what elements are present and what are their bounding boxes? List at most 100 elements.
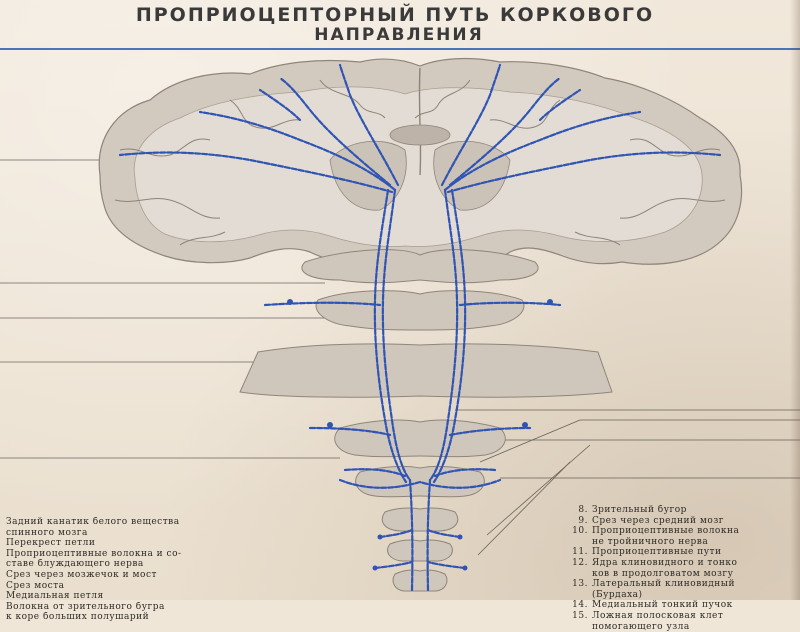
legend-left-line: Задний канатик белого вещества [6,517,180,527]
gyri-folds [114,67,726,246]
gyrus-fold [619,198,726,219]
leader-line [486,444,591,536]
gyrus-fold [119,138,211,157]
left-cortical-branch [258,88,302,122]
legend-text: не тройничного нерва [592,536,709,547]
legend-number: 15. [572,610,588,621]
left-cortical-fibers [198,110,397,192]
legend-number: 10. [572,526,588,537]
legend-left-line: Волокна от зрительного бугра [6,601,165,612]
corpus-callosum [389,124,451,146]
legend-right-line: 12. Ядра клиновидного и тонко [566,558,800,569]
legend-number: 12. [572,557,588,568]
legend-text: Медиальный тонкий пучок [592,600,733,611]
legend-number: 9. [578,515,588,526]
legend-text: Проприоцептивные пути [592,547,722,558]
spinal-cord-section-2 [387,539,453,562]
legend-left-line: Срез моста [6,580,65,591]
ganglion [547,299,553,305]
legend-text: ков в продолговатом мозгу [592,568,734,579]
legend-right: 8. Зрительный бугор 9. Срез через средний … [566,505,800,632]
ganglion [377,534,383,540]
spinal-root-left [373,560,414,570]
legend-left-line: Медиальная петля [6,591,104,602]
paper-edge-shadow [790,0,800,600]
legend-right-line: 14. Медиальный тонкий пучок [566,600,800,611]
right-spinal-column-tract [426,478,432,592]
ganglion [522,422,528,428]
spinal-root-right [426,560,467,570]
ganglion [457,534,463,540]
legend-right-line: 15. Ложная полосковая клет [566,611,800,622]
right-cortical-branch [538,88,582,122]
legend-text: (Бурдаха) [592,589,643,600]
gyrus-fold [319,79,386,119]
upper-pons-section [315,290,525,331]
legend-right-line: 10. Проприоцептивные волокна [566,526,800,537]
gyrus-fold [574,231,621,246]
vagus-input-right [448,426,532,437]
gyrus-fold [179,231,226,246]
legend-text: Латеральный клиновидный [592,579,735,590]
gyrus-fold [414,79,471,119]
legend-left-line: спинного мозга [6,527,88,538]
spinal-cord-section-1 [381,507,459,532]
title-line-1: ПРОПРИОЦЕПТОРНЫЙ ПУТЬ КОРКОВОГО [135,4,655,26]
left-ascending-tract [381,188,412,482]
left-spinal-column-tract [408,478,414,592]
legend-left: Задний канатик белого вещества спинного … [6,517,306,623]
right-cortical-fibers [443,110,642,192]
brain-coronal-section [98,57,743,271]
legend-left-line: к коре больших полушарий [6,612,150,623]
legend-left-line: Перекрест петли [6,538,96,549]
legend-left-line: ставе блуждающего нерва [6,559,144,570]
legend-number: 11. [572,547,588,558]
legend-right-line: не тройничного нерва [566,537,800,548]
right-leader-lines [455,409,800,556]
legend-text: Срез через средний мозг [592,515,724,526]
legend-text: Ядра клиновидного и тонко [592,557,738,568]
vagus-input-left [308,426,392,437]
legend-number: 14. [572,600,588,611]
legend-text: Ложная полосковая клет [592,610,724,621]
trigeminal-input-left [263,301,382,307]
legend-left-line: Проприоцептивные волокна и со- [6,548,182,559]
legend-right-line: 9. Срез через средний мозг [566,516,800,527]
right-cortical-fibers [448,76,562,187]
ganglion [327,422,333,428]
ganglion [372,565,378,571]
crossing-fibers-left [343,468,407,478]
ganglion [287,299,293,305]
grey-matter-inner-band [133,86,703,247]
left-ascending-tract [373,188,408,484]
spinal-root-left [378,528,414,539]
leader-line [479,419,581,463]
title-line-2: НАПРАВЛЕНИЯ [314,25,484,45]
legend-number: 13. [572,579,588,590]
crossing-fibers-right [433,468,497,478]
title-underline [0,48,800,50]
legend-right-line: 11. Проприоцептивные пути [566,547,800,558]
legend-text: помогающего узла [592,621,690,632]
left-cortical-fibers [118,151,394,194]
right-ascending-tract [428,188,459,482]
longitudinal-fissure [418,67,422,176]
ganglion [462,565,468,571]
brainstem-sections [239,249,613,592]
legend-left-line: Срез через мозжечок и мост [6,569,157,580]
legend-text: Проприоцептивные волокна [592,526,740,537]
right-cortical-fibers [446,151,722,194]
midbrain-section [301,249,539,284]
gyrus-fold [229,99,301,129]
medulla-upper-section [334,419,506,458]
nerve-ganglia [287,299,553,571]
legend-right-line: 8. Зрительный бугор [566,505,800,516]
spinal-root-right [426,528,462,539]
anatomy-illustration [0,57,800,592]
left-cortical-fibers [338,63,400,187]
legend-right-line: 13. Латеральный клиновидный [566,579,800,590]
gyrus-fold [629,138,721,157]
legend-right-line: (Бурдаха) [566,590,800,601]
legend-number: 8. [578,505,588,515]
legend-text: Зрительный бугор [592,505,687,515]
